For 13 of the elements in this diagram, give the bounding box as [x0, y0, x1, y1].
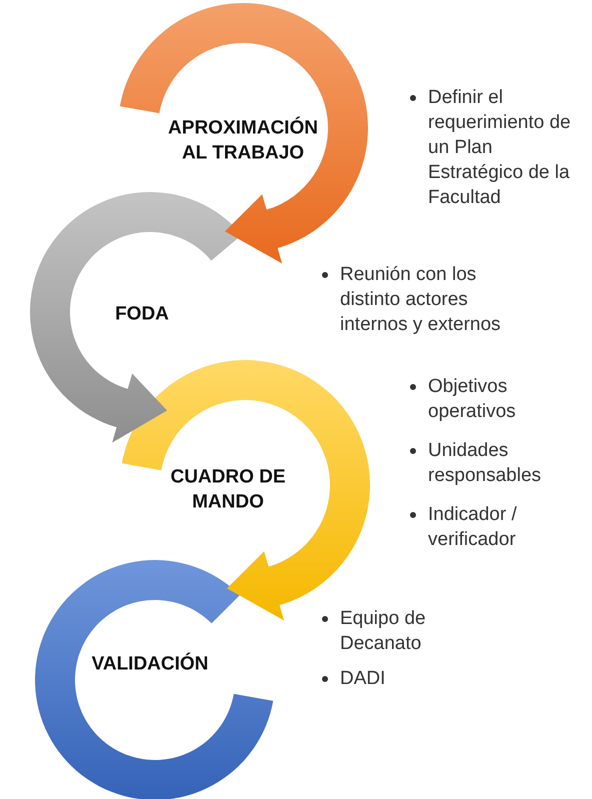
step-title: APROXIMACIÓN AL TRABAJO	[159, 116, 327, 166]
bullet-text: Definir el requerimiento de un Plan Estratégico de la Facultad	[428, 86, 572, 210]
curved-arrow	[120, 3, 368, 264]
step-title: FODA	[102, 302, 182, 328]
bullet-text: Objetivos operativos	[428, 375, 517, 424]
bullet-text: Unidades responsables	[428, 439, 542, 488]
step-title: CUADRO DE MANDO	[153, 465, 303, 515]
bullet-text: Reunión con los distinto actores internos y externos	[340, 263, 502, 338]
step-title: VALIDACIÓN	[75, 652, 225, 678]
bullet-text: DADI	[340, 667, 386, 691]
bullet-text: Equipo de Decanato	[340, 607, 427, 656]
curved-arrow	[122, 360, 370, 620]
bullet-text: Indicador / verificador	[428, 503, 518, 552]
